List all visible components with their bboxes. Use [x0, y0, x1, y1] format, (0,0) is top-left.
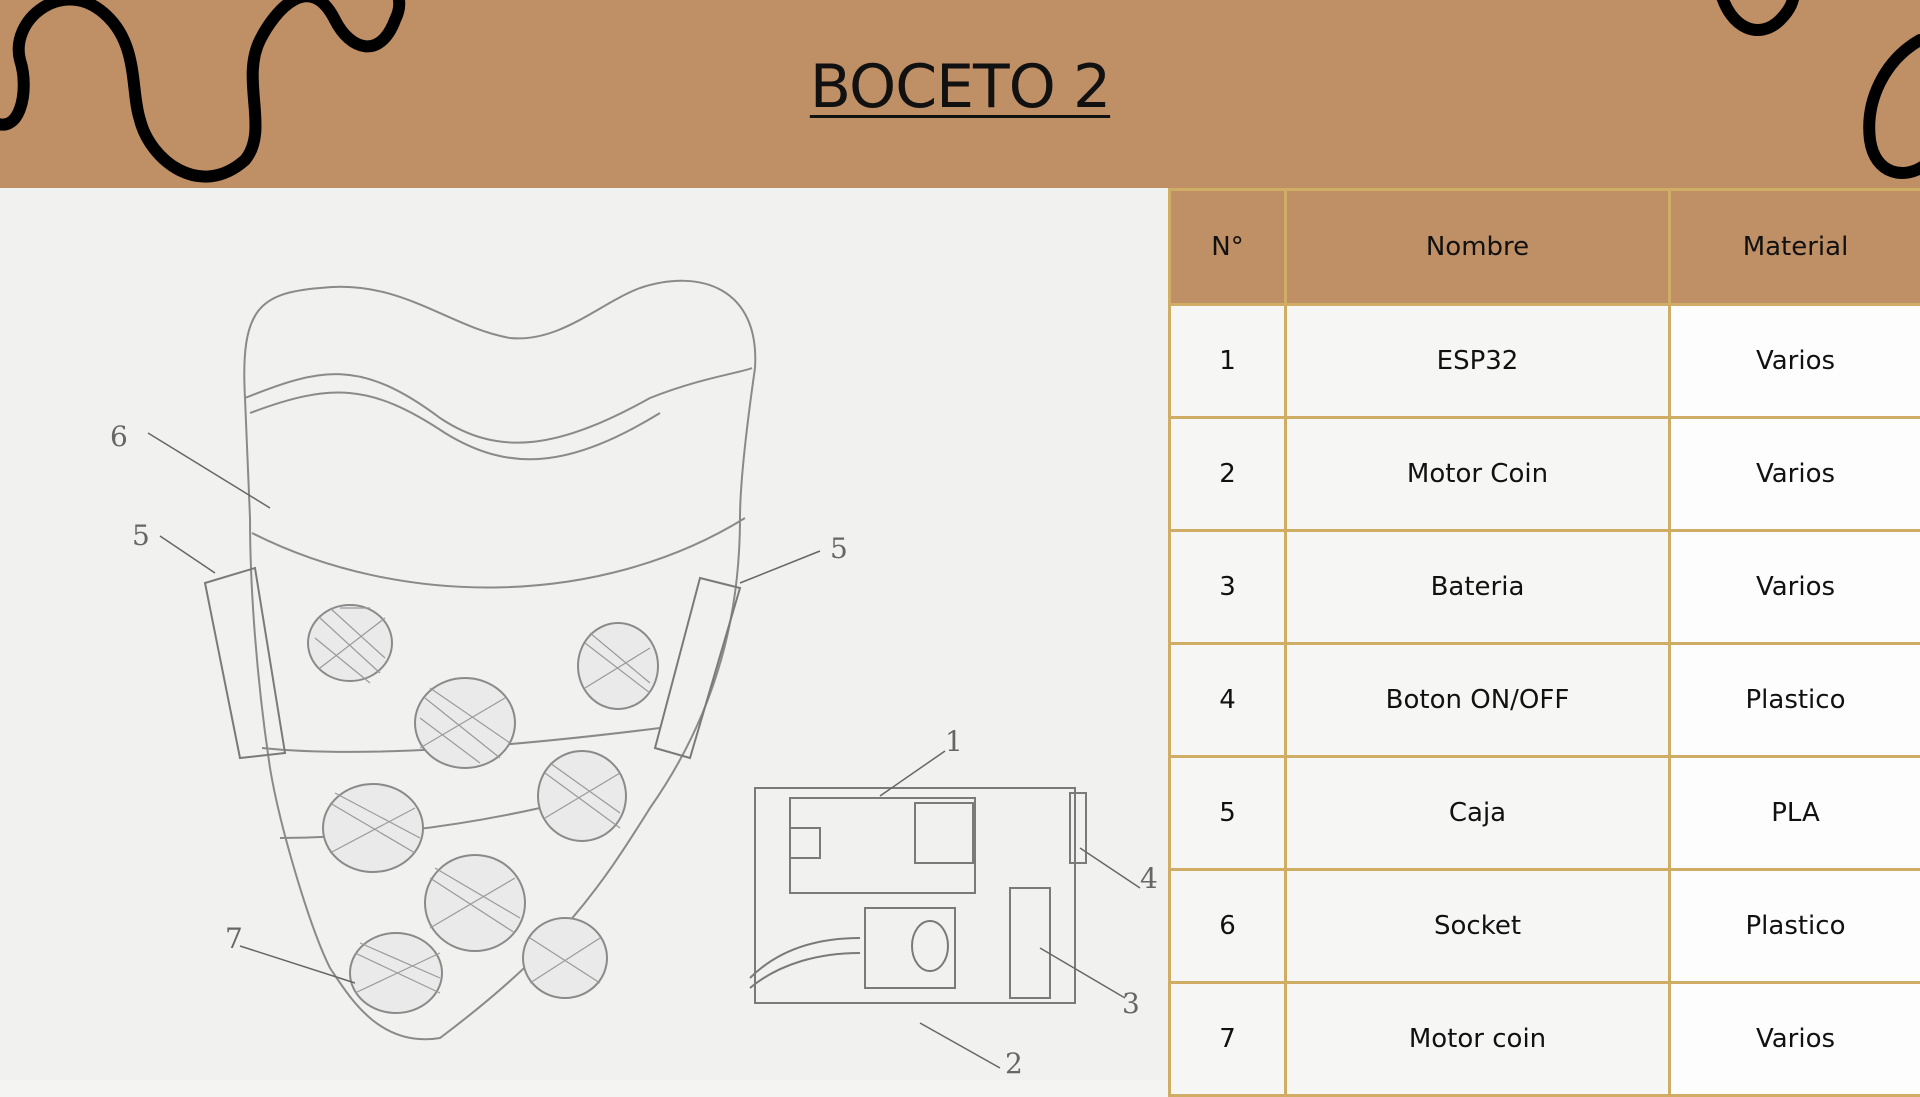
- sketch-label-1: 1: [945, 725, 963, 758]
- sketch-label-3: 3: [1122, 987, 1140, 1020]
- cell-name: Motor Coin: [1286, 418, 1670, 531]
- sketch-image: 6 5 5 7 1 4 3 2: [0, 188, 1168, 1080]
- pencil-sketch-drawing: 6 5 5 7 1 4 3 2: [0, 188, 1168, 1080]
- table-row: 7 Motor coin Varios: [1170, 983, 1920, 1096]
- cell-material: Varios: [1670, 531, 1920, 644]
- cell-material: Plastico: [1670, 644, 1920, 757]
- materials-table: N° Nombre Material 1 ESP32 Varios 2 Moto…: [1168, 188, 1920, 1097]
- sketch-label-6: 6: [110, 420, 128, 453]
- sketch-label-7: 7: [225, 922, 243, 955]
- cell-name: ESP32: [1286, 305, 1670, 418]
- cell-number: 1: [1170, 305, 1286, 418]
- table-header-row: N° Nombre Material: [1170, 190, 1920, 305]
- column-header-name: Nombre: [1286, 190, 1670, 305]
- cell-material: PLA: [1670, 757, 1920, 870]
- cell-number: 6: [1170, 870, 1286, 983]
- cell-name: Caja: [1286, 757, 1670, 870]
- table-row: 5 Caja PLA: [1170, 757, 1920, 870]
- table-row: 1 ESP32 Varios: [1170, 305, 1920, 418]
- table-row: 4 Boton ON/OFF Plastico: [1170, 644, 1920, 757]
- cell-material: Varios: [1670, 305, 1920, 418]
- cell-number: 2: [1170, 418, 1286, 531]
- cell-material: Varios: [1670, 983, 1920, 1096]
- table-row: 2 Motor Coin Varios: [1170, 418, 1920, 531]
- sketch-label-5-right: 5: [830, 532, 848, 565]
- header-banner: BOCETO 2: [0, 0, 1920, 188]
- cell-name: Boton ON/OFF: [1286, 644, 1670, 757]
- cell-name: Motor coin: [1286, 983, 1670, 1096]
- table-row: 6 Socket Plastico: [1170, 870, 1920, 983]
- cell-number: 5: [1170, 757, 1286, 870]
- cell-number: 4: [1170, 644, 1286, 757]
- sketch-label-2: 2: [1005, 1047, 1023, 1080]
- cell-material: Plastico: [1670, 870, 1920, 983]
- sketch-label-4: 4: [1140, 862, 1158, 895]
- cell-name: Bateria: [1286, 531, 1670, 644]
- cell-name: Socket: [1286, 870, 1670, 983]
- column-header-material: Material: [1670, 190, 1920, 305]
- table-row: 3 Bateria Varios: [1170, 531, 1920, 644]
- cell-number: 7: [1170, 983, 1286, 1096]
- page-title: BOCETO 2: [0, 52, 1920, 122]
- column-header-number: N°: [1170, 190, 1286, 305]
- cell-number: 3: [1170, 531, 1286, 644]
- cell-material: Varios: [1670, 418, 1920, 531]
- sketch-label-5-left: 5: [132, 519, 150, 552]
- materials-table-container: N° Nombre Material 1 ESP32 Varios 2 Moto…: [1168, 188, 1920, 1080]
